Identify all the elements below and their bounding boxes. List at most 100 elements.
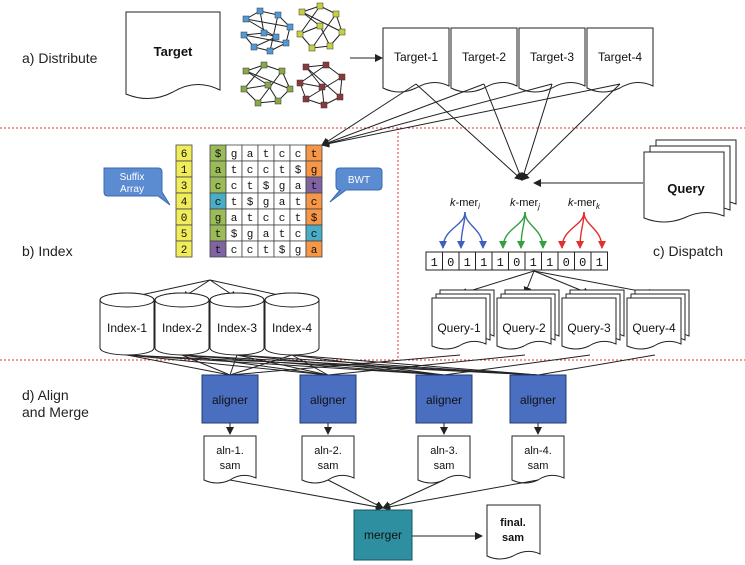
query-to-aligner-line [443, 354, 591, 376]
query-part-label: Query-4 [632, 321, 676, 335]
target-to-dispatch-arrow [520, 83, 553, 181]
suffix-array-value: 4 [181, 197, 188, 209]
rotation-char: a [279, 197, 286, 209]
target-part-label: Target-2 [462, 50, 506, 64]
graph-node [308, 44, 316, 52]
kmer-label: k-meri [450, 197, 480, 211]
kmer-k: k [568, 197, 574, 209]
graph-node [240, 85, 248, 93]
output-to-merger-arrow [382, 479, 539, 511]
rotation-char: c [263, 165, 270, 177]
graph-edge [299, 82, 323, 88]
rotation-char: c [215, 181, 222, 193]
aligners: aligneraln-1.samaligneraln-2.samalignera… [201, 374, 567, 511]
graph-node [338, 73, 346, 81]
target-part-3: Target-3 [518, 27, 586, 93]
section-label-merge: and Merge [22, 404, 89, 420]
rotation-char: c [279, 213, 286, 225]
suffix-array-cell [175, 240, 193, 258]
query-part-1: Query-1 [431, 289, 495, 350]
suffix-array-callout-line1: Suffix [120, 172, 145, 183]
target-document: Target [125, 11, 221, 99]
rotation-char: a [247, 149, 254, 161]
index-part-3: Index-3 [209, 292, 265, 356]
graph-node [264, 81, 272, 89]
target-part-label: Target-1 [394, 50, 438, 64]
query-part-sheet [496, 297, 552, 350]
rotation-char: g [295, 245, 302, 257]
graph-edge [301, 11, 343, 33]
kmer-label: k-merk [568, 197, 601, 211]
rotation-char: c [279, 149, 286, 161]
index-part-label: Index-1 [107, 321, 147, 335]
graph-edge [253, 36, 277, 48]
final-sam-document: final. sam [486, 504, 541, 560]
bit-value: 0 [513, 256, 520, 270]
section-label-distribute: a) Distribute [22, 50, 98, 66]
rotation-char: $ [231, 229, 238, 241]
index-to-aligner-line [126, 354, 539, 376]
graph-node [260, 29, 268, 37]
graph-node [296, 30, 304, 38]
rotation-char: t [263, 149, 270, 161]
suffix-array-value: 3 [181, 181, 188, 193]
index-cylinder-top [154, 292, 210, 308]
query-document-stack: Query [643, 139, 737, 223]
kmer-subscript: j [537, 202, 540, 211]
graph-edge [311, 13, 337, 49]
kmer-label: k-merj [510, 197, 540, 211]
rotation-char: t [215, 245, 222, 257]
rotation-char: $ [311, 213, 318, 225]
aln-sam-document [511, 435, 565, 484]
graph-partition-1 [240, 7, 294, 55]
index-to-aligner-line [181, 354, 539, 376]
target-part-label: Target-4 [598, 50, 642, 64]
graph-edge [245, 70, 291, 90]
aln-sam-line1: aln-4. [524, 445, 552, 457]
graph-node [286, 23, 294, 31]
query-part-sheet [626, 297, 682, 350]
query-part-4: Query-4 [626, 289, 690, 350]
graph-node [326, 42, 334, 50]
index-to-aligner-line [181, 354, 445, 376]
index-part-label: Index-4 [272, 321, 312, 335]
graph-node [332, 10, 340, 18]
graph-node [298, 8, 306, 16]
rotation-char: $ [295, 165, 302, 177]
rotation-char: t [279, 229, 286, 241]
index-cylinder-top [99, 292, 155, 308]
kmer-k: k [450, 197, 456, 209]
kmer-hash-arrow [464, 211, 487, 249]
rotation-char: c [311, 229, 318, 241]
graph-edge [245, 70, 269, 86]
graph-edge [305, 66, 341, 98]
rotation-char: t [279, 165, 286, 177]
graph-edge [243, 32, 265, 36]
output-to-merger-arrow [382, 479, 445, 509]
graph-node [278, 67, 286, 75]
rotation-char: c [295, 149, 302, 161]
aligner-input-lines [126, 354, 656, 376]
graph-node [266, 47, 274, 55]
query-part-label: Query-3 [567, 321, 611, 335]
suffix-array-value: 1 [181, 165, 188, 177]
aligner-box [201, 374, 259, 424]
graph-node [286, 85, 294, 93]
suffix-array-callout-line2: Array [120, 184, 144, 195]
rotation-char: t [263, 245, 270, 257]
graph-edge [257, 100, 279, 104]
output-to-merger-arrow [229, 479, 384, 511]
bit-value: 1 [431, 256, 438, 270]
query-part-sheet [561, 297, 617, 350]
aligner-box [509, 374, 567, 424]
target-parts: Target-1 Target-2 Target-3 Target-4 [382, 27, 654, 93]
graph-edge [319, 25, 331, 47]
index-part-label: Index-2 [162, 321, 202, 335]
query-to-aligner-line [327, 354, 526, 376]
rotation-char: t [311, 149, 318, 161]
bit-cell [590, 251, 608, 271]
